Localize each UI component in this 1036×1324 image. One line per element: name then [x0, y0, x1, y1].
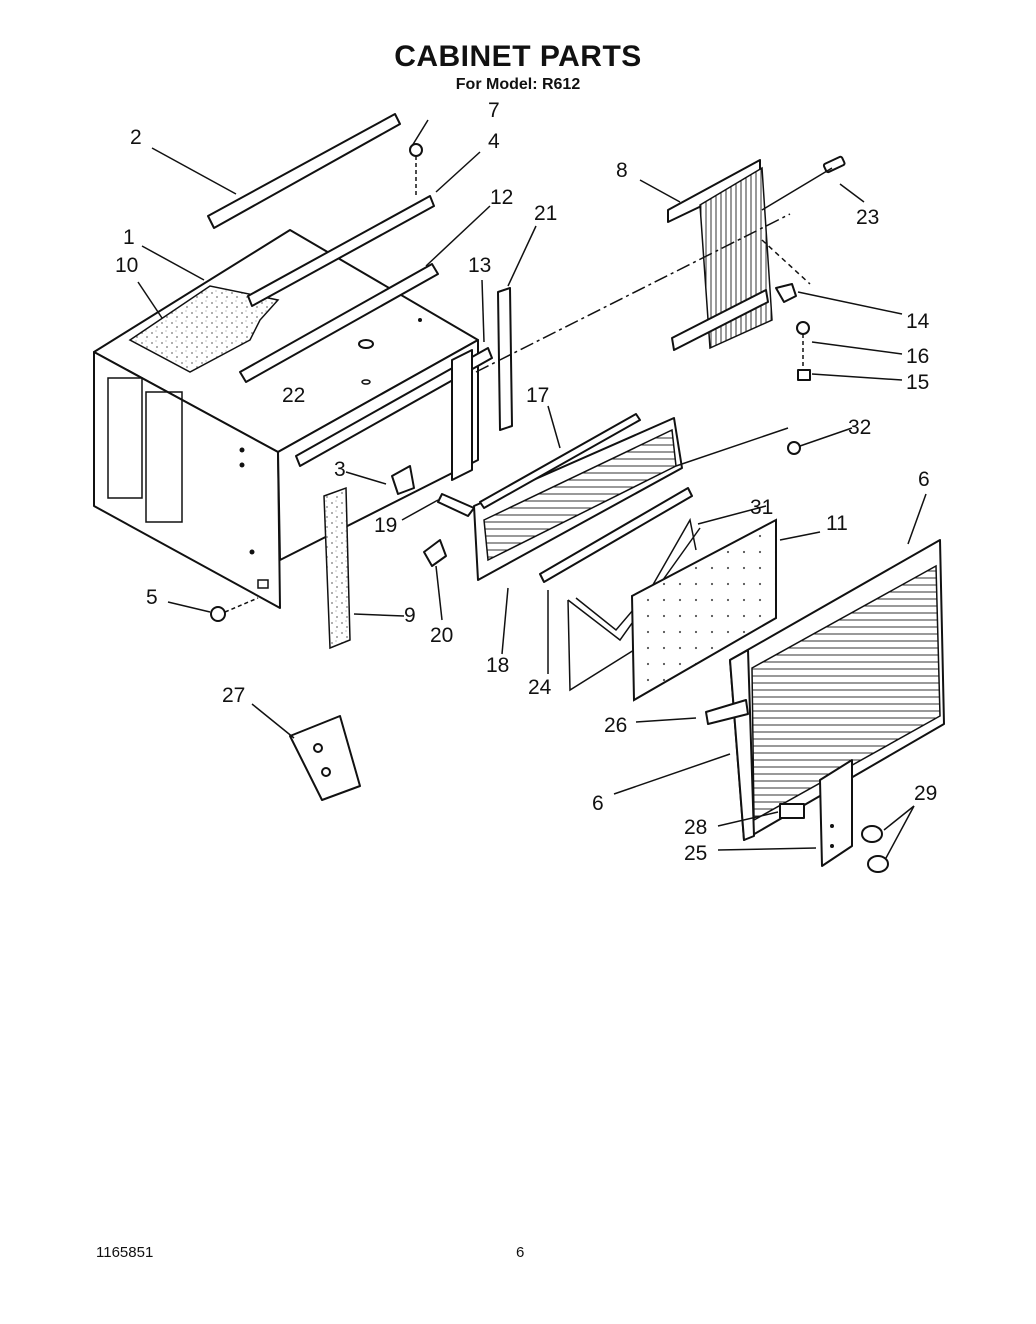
hardware-bag-27: [289, 715, 361, 801]
callout-25: 25: [684, 842, 707, 865]
screw-5-icon: [210, 597, 259, 622]
callout-1: 1: [123, 226, 135, 249]
model-subtitle: For Model: R612: [455, 76, 581, 93]
document-number: 1165851: [96, 1244, 154, 1261]
callout-24: 24: [528, 676, 552, 699]
callout-6-bottom: 6: [592, 792, 604, 815]
clip-14-icon: [775, 283, 797, 303]
grille-seal-strip: [705, 699, 749, 725]
callout-9: 9: [404, 604, 416, 627]
front-rail: [295, 347, 493, 467]
callout-21: 21: [534, 202, 557, 225]
control-panel-plate: [819, 759, 853, 867]
callout-27: 27: [222, 684, 245, 707]
cabinet-louvers: [107, 377, 183, 523]
callout-14: 14: [906, 310, 930, 333]
callout-19: 19: [374, 514, 397, 537]
callout-26: 26: [604, 714, 627, 737]
nut-15-icon: [797, 369, 811, 381]
bracket-19-icon: [437, 493, 475, 517]
screw-7-icon: [409, 143, 423, 196]
callout-16: 16: [906, 345, 929, 368]
callout-3: 3: [334, 458, 346, 481]
screw-16-icon: [796, 321, 810, 366]
callout-labels: 1 2 3 4 5 6 6 7 8 9 10 11 12 13 14 15 16…: [115, 99, 937, 865]
cabinet-side-post: [451, 349, 473, 481]
side-seal-strip: [323, 486, 351, 650]
callout-10: 10: [115, 254, 138, 277]
air-filter: [630, 518, 777, 702]
callout-12: 12: [490, 186, 513, 209]
callout-4: 4: [488, 130, 500, 153]
screw-23-icon: [822, 155, 846, 174]
callout-13: 13: [468, 254, 491, 277]
bracket-3-icon: [391, 465, 415, 495]
vertical-bracket-strip: [497, 287, 513, 431]
front-grille: [729, 539, 945, 841]
upper-side-rail: [247, 195, 435, 307]
knob-icon: [861, 825, 889, 873]
page-number: 6: [516, 1244, 525, 1261]
callout-8: 8: [616, 159, 628, 182]
callout-15: 15: [906, 371, 929, 394]
callout-29: 29: [914, 782, 937, 805]
callout-7: 7: [488, 99, 500, 122]
callout-23: 23: [856, 206, 879, 229]
lower-side-rail: [239, 263, 439, 383]
callout-32: 32: [848, 416, 871, 439]
callout-20: 20: [430, 624, 453, 647]
front-seal-strip: [539, 487, 693, 583]
callout-2: 2: [130, 126, 142, 149]
page-title: CABINET PARTS: [394, 40, 642, 73]
clip-20-icon: [423, 539, 447, 567]
top-rail: [207, 113, 401, 229]
callout-22: 22: [282, 384, 305, 407]
screw-32-icon: [787, 441, 801, 455]
top-insulation-pad: [128, 285, 280, 373]
callout-6-top: 6: [918, 468, 930, 491]
connector-28-icon: [779, 803, 805, 819]
plug-22-icon: [358, 339, 374, 385]
callout-leaders: [137, 119, 927, 859]
callout-18: 18: [486, 654, 509, 677]
callout-17: 17: [526, 384, 549, 407]
callout-31: 31: [750, 496, 773, 519]
callout-5: 5: [146, 586, 158, 609]
condenser-coil: [667, 159, 773, 351]
callout-11: 11: [826, 512, 848, 535]
callout-28: 28: [684, 816, 707, 839]
